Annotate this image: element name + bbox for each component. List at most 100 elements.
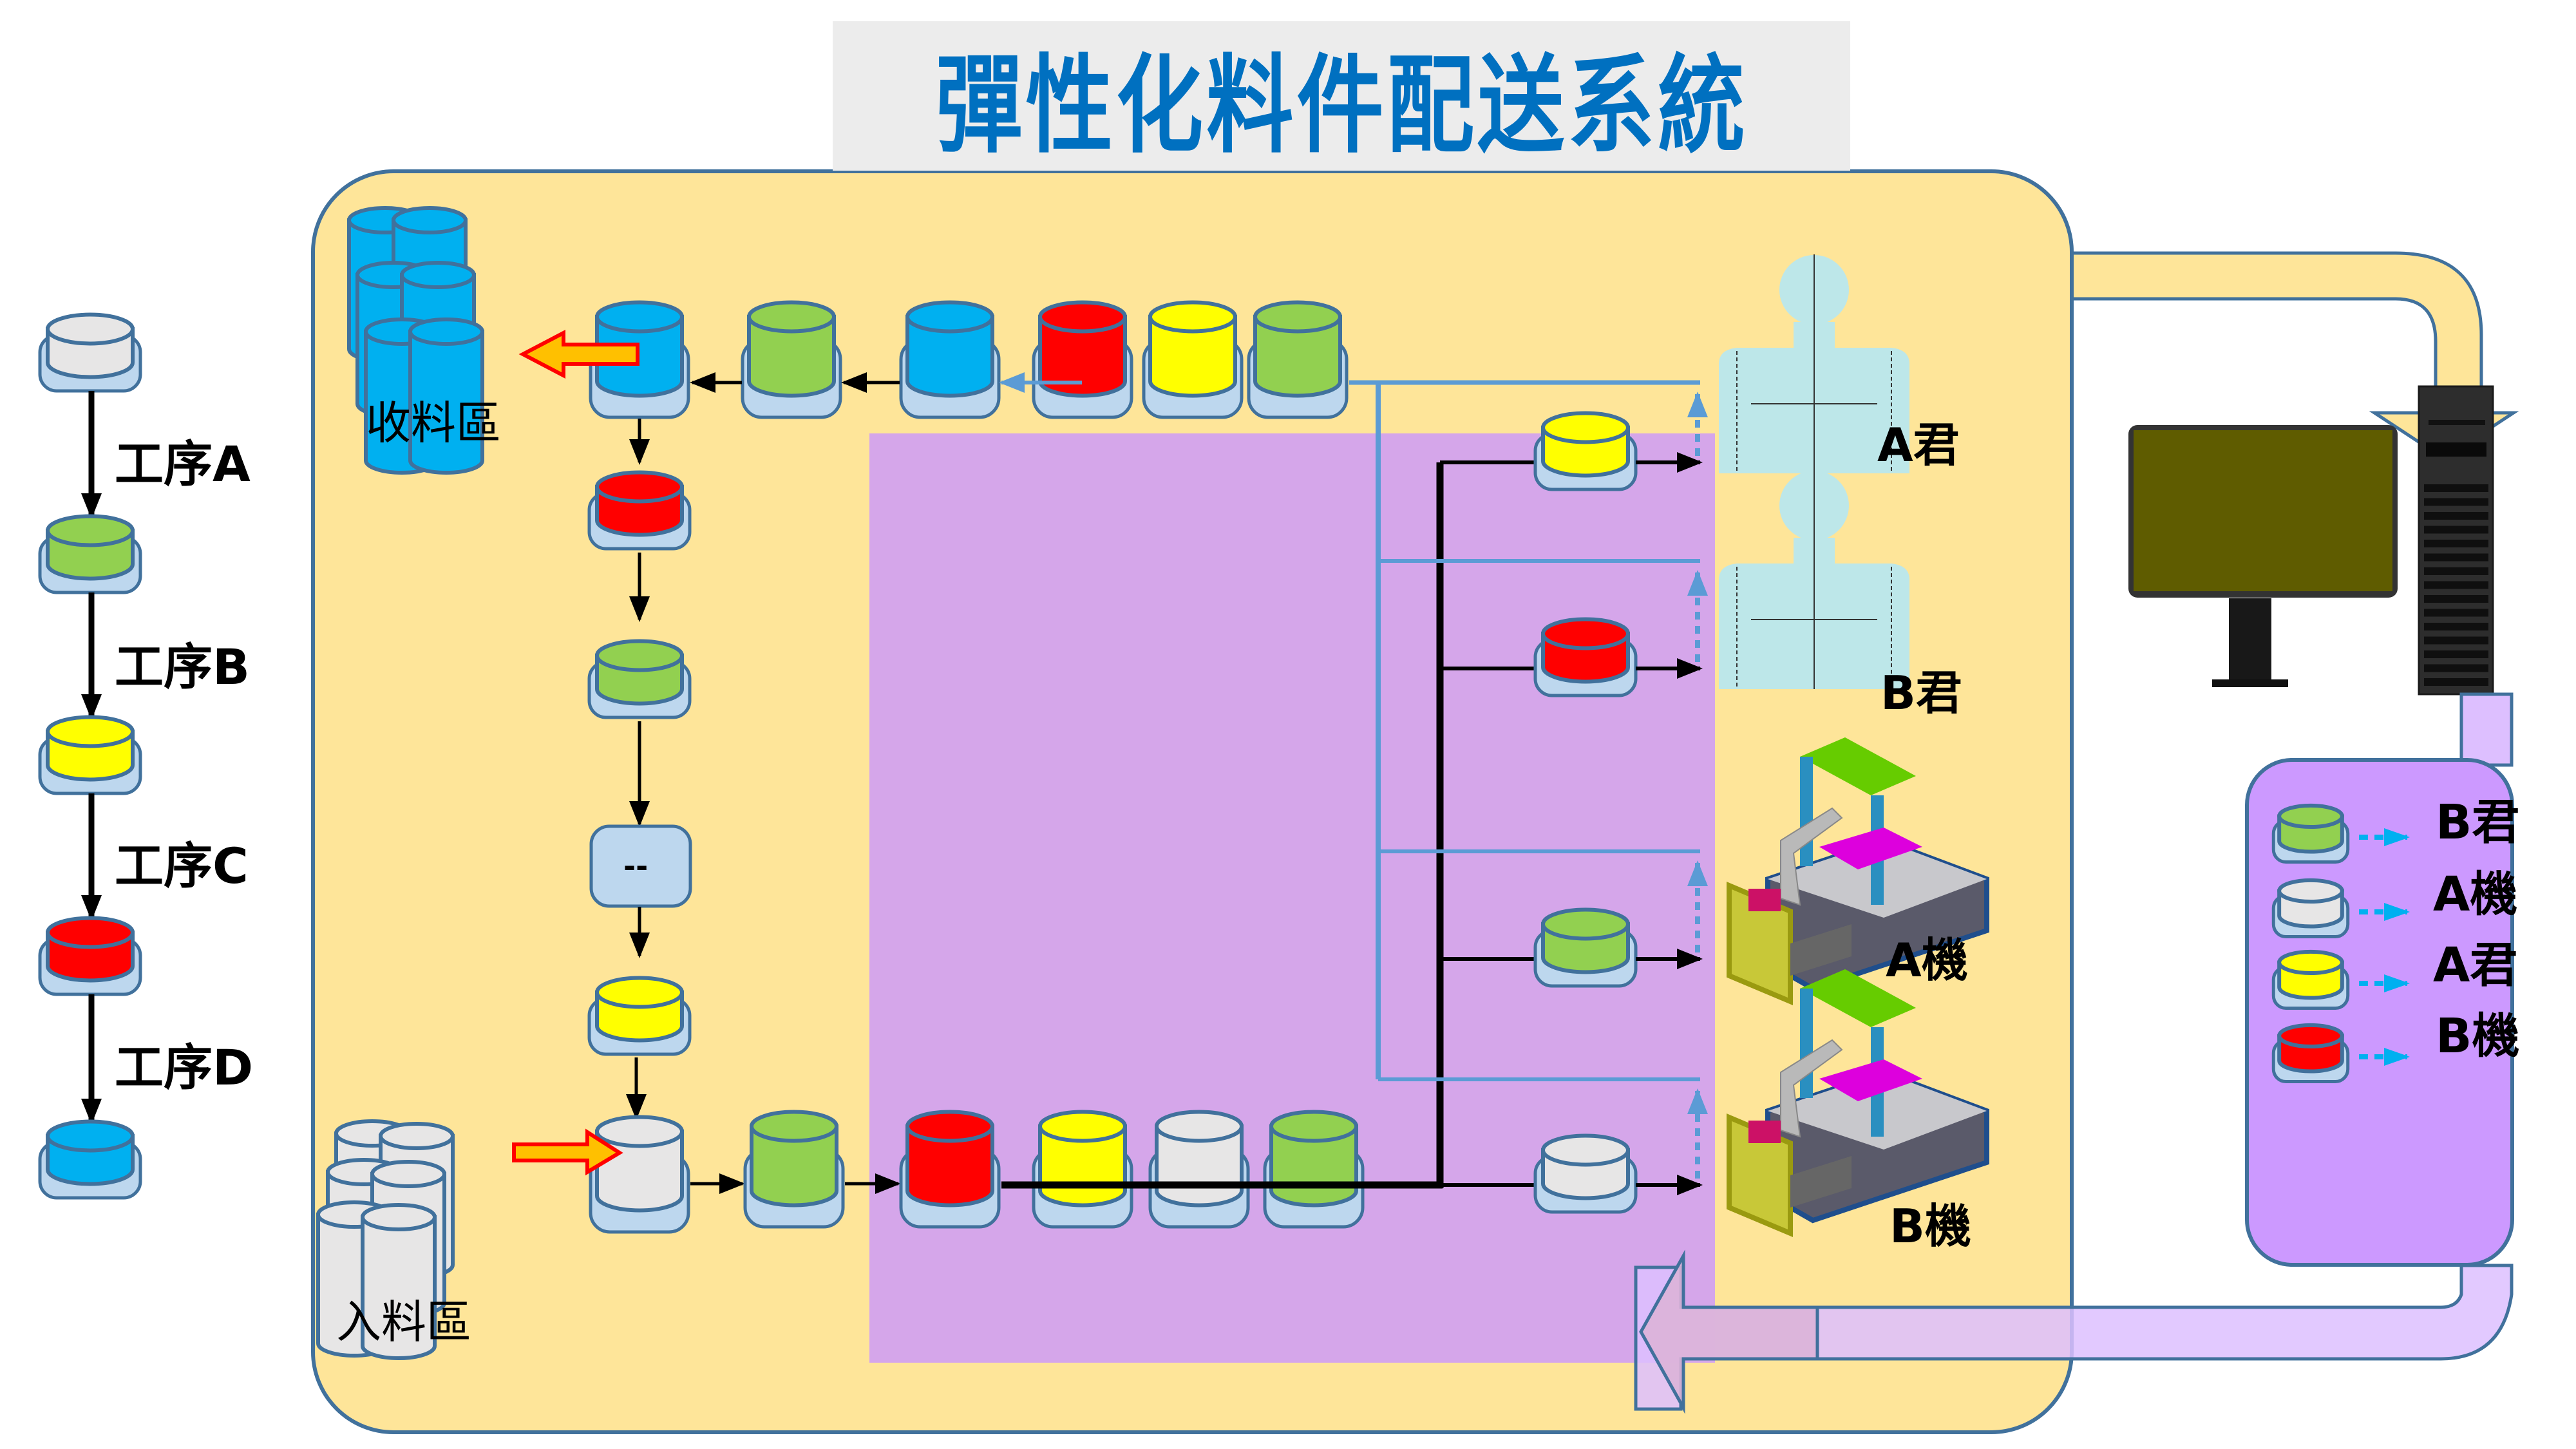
station-label-a-worker: A君 xyxy=(1877,418,1960,472)
part-cylinder xyxy=(1541,907,1630,974)
part-cylinder xyxy=(46,1119,135,1186)
part-cylinder xyxy=(595,300,684,398)
process-stage-1 xyxy=(38,312,142,393)
part-cylinder xyxy=(2277,949,2344,1000)
machine-gantry-leg xyxy=(1800,757,1813,866)
input-stock-cylinder xyxy=(361,1202,437,1361)
part-cylinder xyxy=(905,1110,994,1208)
machine-conveyor xyxy=(1790,924,1852,976)
bottom-queue-slot xyxy=(1263,1110,1365,1229)
monitor-screen xyxy=(2134,430,2392,591)
rule-part-4 xyxy=(2271,1023,2350,1083)
monitor-stand xyxy=(2229,598,2271,681)
connector-pc-to-rules xyxy=(2459,692,2514,767)
pc-vent xyxy=(2424,609,2488,617)
step-label-b: 工序B xyxy=(115,638,250,696)
top-queue-slot xyxy=(1142,300,1244,419)
part-cylinder xyxy=(46,715,135,782)
robot-arm xyxy=(1780,1039,1843,1138)
process-stage-3 xyxy=(38,715,142,795)
machine-b-figure xyxy=(1727,969,1989,1238)
pc-vent xyxy=(2424,623,2488,630)
part-cylinder xyxy=(1541,411,1630,478)
title-banner: 彈性化料件配送系統 xyxy=(833,21,1850,171)
input-zone-label: 入料區 xyxy=(336,1296,471,1349)
worker-a-figure xyxy=(1719,254,1909,473)
part-cylinder xyxy=(1148,300,1237,398)
part-cylinder xyxy=(595,470,684,537)
pc-drive-bay xyxy=(2429,420,2485,425)
mid-column-slot xyxy=(587,639,692,719)
machine-gantry-top xyxy=(1800,737,1916,795)
dispatch-command-arrow xyxy=(1634,1264,2514,1411)
step-label-c: 工序C xyxy=(115,837,249,895)
pc-vent xyxy=(2424,540,2488,547)
pc-vent xyxy=(2424,678,2488,686)
part-cylinder xyxy=(905,300,994,398)
machine-gantry-leg xyxy=(1800,989,1813,1098)
part-cylinder xyxy=(1541,617,1630,684)
part-cylinder xyxy=(2277,803,2344,854)
step-label-d: 工序D xyxy=(115,1039,254,1096)
process-stage-5 xyxy=(38,1119,142,1200)
rule-target-3: A君 xyxy=(2433,938,2518,993)
bottom-queue-slot xyxy=(899,1110,1001,1229)
part-cylinder xyxy=(1269,1110,1358,1208)
part-cylinder xyxy=(1038,1110,1127,1208)
part-cylinder xyxy=(747,300,836,398)
worker-b-figure xyxy=(1719,470,1909,689)
top-queue-slot xyxy=(899,300,1001,419)
pc-vent xyxy=(2424,498,2488,506)
robot-arm xyxy=(1780,807,1843,906)
dispatch-arrowhead xyxy=(1639,1249,1819,1414)
part-cylinder xyxy=(1253,300,1342,398)
output-stock-cylinder xyxy=(408,317,484,475)
part-cylinder xyxy=(46,916,135,983)
station-label-b-worker: B君 xyxy=(1880,666,1962,720)
output-zone-label: 收料區 xyxy=(366,397,501,450)
part-cylinder xyxy=(595,1115,684,1213)
top-queue-slot xyxy=(1032,300,1133,419)
part-cylinder xyxy=(595,976,684,1043)
rule-target-4: B機 xyxy=(2436,1009,2520,1064)
machine-a-figure xyxy=(1727,737,1989,1006)
load-arrow xyxy=(512,1128,623,1176)
machine-bin xyxy=(1748,1121,1781,1143)
pc-vent xyxy=(2424,553,2488,562)
station-buffer-1 xyxy=(1533,411,1638,491)
input-pick-slot xyxy=(589,1115,690,1234)
part-cylinder xyxy=(46,514,135,581)
pc-vent xyxy=(2424,512,2488,520)
pc-vent xyxy=(2424,567,2488,575)
bottom-queue-slot xyxy=(1148,1110,1250,1229)
part-cylinder xyxy=(46,312,135,379)
placeholder-label: -- xyxy=(623,849,649,884)
part-cylinder xyxy=(750,1110,838,1208)
part-cylinder xyxy=(595,639,684,706)
pc-front-panel xyxy=(2426,442,2486,457)
machine-pallet xyxy=(1819,828,1922,869)
pc-vent xyxy=(2424,581,2488,589)
machine-pallet xyxy=(1819,1059,1922,1101)
bottom-queue-slot xyxy=(1032,1110,1133,1229)
unload-arrow xyxy=(518,330,639,379)
mid-column-slot xyxy=(587,470,692,551)
top-queue-slot xyxy=(1247,300,1349,419)
page-title: 彈性化料件配送系統 xyxy=(935,43,1748,167)
pc-vent xyxy=(2424,595,2488,603)
machine-conveyor xyxy=(1790,1156,1852,1208)
rule-part-2 xyxy=(2271,878,2350,938)
monitor-base xyxy=(2212,679,2288,687)
placeholder-slot xyxy=(589,824,692,908)
top-queue-slot xyxy=(741,300,842,419)
part-cylinder xyxy=(1155,1110,1244,1208)
machine-gantry-top xyxy=(1800,969,1916,1027)
step-label-a: 工序A xyxy=(115,435,251,493)
station-buffer-4 xyxy=(1533,1133,1638,1214)
pc-vent xyxy=(2424,636,2488,645)
pc-vent xyxy=(2424,526,2488,534)
rule-part-3 xyxy=(2271,949,2350,1010)
pc-vent xyxy=(2424,664,2488,672)
rule-target-1: B君 xyxy=(2436,795,2520,850)
